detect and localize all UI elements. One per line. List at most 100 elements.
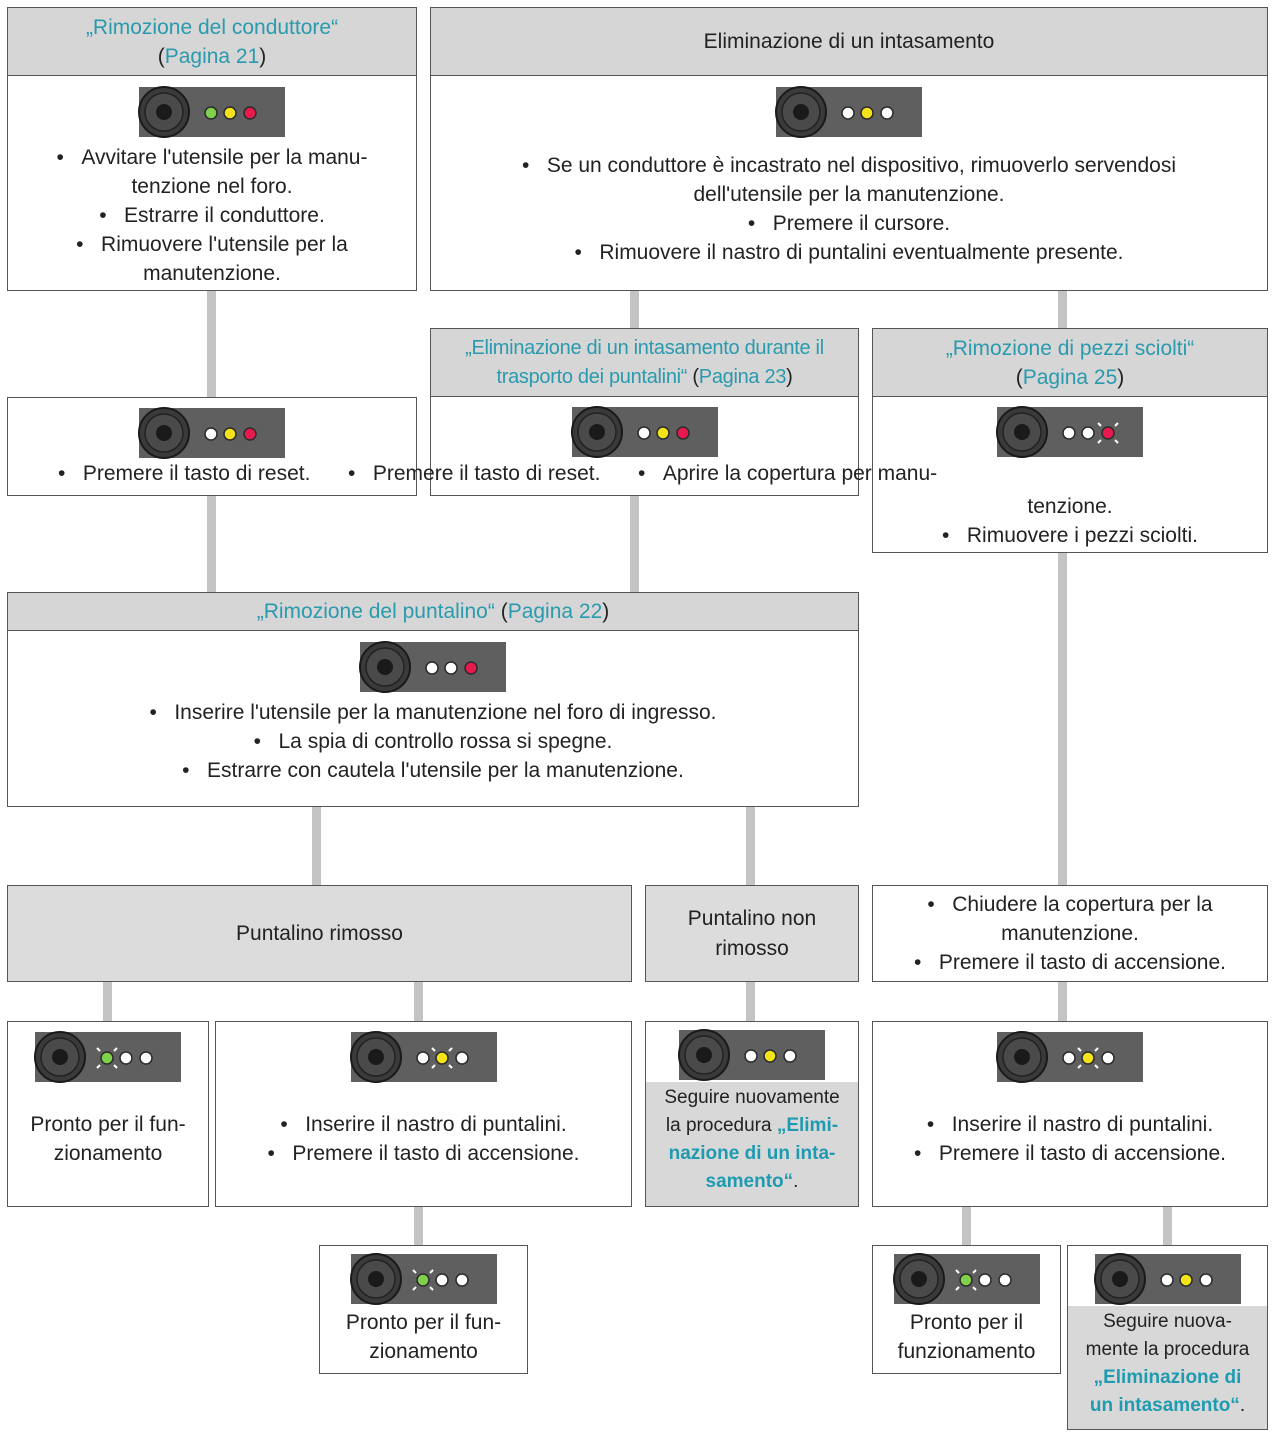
led-off [744,1049,758,1063]
led-off [444,661,458,675]
box-header: „Rimozione del puntalino“ (Pagina 22) [8,593,858,631]
status-text: Pronto per il funzionamento [873,1308,1060,1366]
blink-rays [954,1269,977,1291]
status-text: Pronto per il fun- zionamento [320,1308,527,1366]
led-green-blinking [100,1051,114,1065]
led-off [425,661,439,675]
note: Seguire nuova- mente la procedura „Elimi… [1068,1306,1267,1429]
led-off [119,1051,133,1065]
steps: Inserire l'utensile per la manutenzione … [8,698,858,785]
box-chiudere-copertura: Chiudere la copertura per la manutenzion… [872,885,1268,982]
indicator-panel [359,641,506,693]
led-yellow [223,106,237,120]
step-cont: manutenzione. [1001,922,1139,945]
led-off [454,1273,469,1287]
step: Rimuovere l'utensile per la [8,230,416,259]
led-yellow [860,106,874,120]
box-inserire-nastro-1: Inserire il nastro di puntalini. Premere… [215,1021,632,1207]
link-rimozione-puntalino[interactable]: „Rimozione del puntalino“ [256,600,495,623]
link-eliminazione-intasamento-end[interactable]: samento“ [705,1171,794,1192]
page-link-23[interactable]: Pagina 23 [698,365,787,388]
indicator-panel [349,1253,497,1305]
text-line: zionamento [53,1142,163,1165]
text-line: Pronto per il fun- [30,1113,186,1136]
indicator-panel [1093,1253,1241,1305]
led-off [415,1051,430,1065]
steps: Avvitare l'utensile per la manu- tenzion… [8,143,416,288]
led-off [434,1273,449,1287]
text-line: Pronto per il fun- [345,1311,502,1334]
page-link-22[interactable]: Pagina 22 [507,600,603,623]
led-off [204,427,218,441]
led-red-blinking [1101,426,1115,440]
led-red [675,426,690,440]
step: Inserire il nastro di puntalini. [873,1110,1267,1139]
led-off [783,1049,797,1063]
step: Se un conduttore è incastrato nel dispos… [431,151,1267,180]
step-cont: manutenzione. [143,262,281,285]
note-line: un intasamento“. [1089,1395,1246,1416]
indicator-panel [996,1031,1143,1083]
led-off [1081,426,1095,440]
led-off [1159,1273,1174,1287]
link-eliminazione-intasamento-cont[interactable]: nazione di un inta- [668,1143,836,1164]
link-eliminazione-trasporto[interactable]: „Eliminazione di un intasamento durante … [465,336,824,359]
steps: Inserire il nastro di puntalini. Premere… [216,1110,631,1168]
indicator-panel [775,86,922,138]
note-line: la procedura „Elimi- [665,1115,839,1136]
led-green-blinking [958,1273,973,1287]
label-line: rimosso [715,936,789,960]
link-rimozione-conduttore[interactable]: „Rimozione del conduttore“ [85,15,339,39]
text-line: zionamento [369,1340,478,1363]
blink-rays [411,1269,434,1291]
indicator-panel [678,1029,825,1081]
step: Estrarre il conduttore. [8,201,416,230]
step: Estrarre con cautela l'utensile per la m… [8,756,858,785]
led-red [243,427,257,441]
note-line: Seguire nuova- [1103,1311,1232,1332]
link-rimozione-pezzi[interactable]: „Rimozione di pezzi sciolti“ [945,336,1195,360]
led-red [243,106,257,120]
reset-step-middle: • Premere il tasto di reset. [348,462,601,485]
indicator-panel [138,407,285,459]
step: La spia di controllo rossa si spegne. [8,727,858,756]
link-eliminazione-trasporto-cont[interactable]: trasporto dei puntalini“ [496,365,688,388]
led-yellow-blinking [434,1051,449,1065]
box-inserire-nastro-2: Inserire il nastro di puntalini. Premere… [872,1021,1268,1207]
box-header: „Eliminazione di un intasamento durante … [431,329,858,397]
led-green-blinking [415,1273,430,1287]
reset-step-left: • Premere il tasto di reset. [58,462,311,485]
led-yellow [1178,1273,1193,1287]
page-link-21[interactable]: Pagina 21 [164,44,260,68]
step: Rimuovere i pezzi sciolti. [873,521,1267,550]
link-eliminazione-intasamento[interactable]: „Elimi- [776,1115,839,1136]
led-yellow [655,426,670,440]
steps: Inserire il nastro di puntalini. Premere… [873,1110,1267,1168]
led-yellow-blinking [1081,1051,1095,1065]
box-puntalino-rimosso: Puntalino rimosso [7,885,632,982]
box-rimozione-conduttore: „Rimozione del conduttore“ (Pagina 21) A… [7,7,417,291]
box-header: „Rimozione di pezzi sciolti“ (Pagina 25) [873,329,1267,397]
step: Premere il cursore. [431,209,1267,238]
link-eliminazione-intasamento[interactable]: „Eliminazione di [1093,1367,1242,1388]
steps: Chiudere la copertura per la manutenzion… [914,890,1226,977]
box-pronto-2: Pronto per il fun- zionamento [319,1245,528,1374]
led-off [977,1273,992,1287]
text-line: Pronto per il [909,1311,1024,1334]
page-link-25[interactable]: Pagina 25 [1022,365,1118,389]
box-eliminazione-intasamento: Eliminazione di un intasamento Se un con… [430,7,1268,291]
indicator-panel [996,406,1143,458]
box-seguire-procedura-1: Seguire nuovamente la procedura „Elimi- … [645,1021,859,1207]
note-line: samento“. [705,1171,799,1192]
link-eliminazione-intasamento-end[interactable]: un intasamento“ [1089,1395,1240,1416]
led-off [636,426,651,440]
step-cont: tenzione. [1027,495,1113,518]
box-reset-left [7,397,417,496]
indicator-panel [138,86,285,138]
steps: Se un conduttore è incastrato nel dispos… [431,151,1267,267]
box-rimozione-pezzi: „Rimozione di pezzi sciolti“ (Pagina 25)… [872,328,1268,553]
label-line: Puntalino non [687,906,817,930]
led-yellow [763,1049,777,1063]
step: Premere il tasto di accensione. [914,948,1226,977]
text-line: funzionamento [897,1340,1036,1363]
